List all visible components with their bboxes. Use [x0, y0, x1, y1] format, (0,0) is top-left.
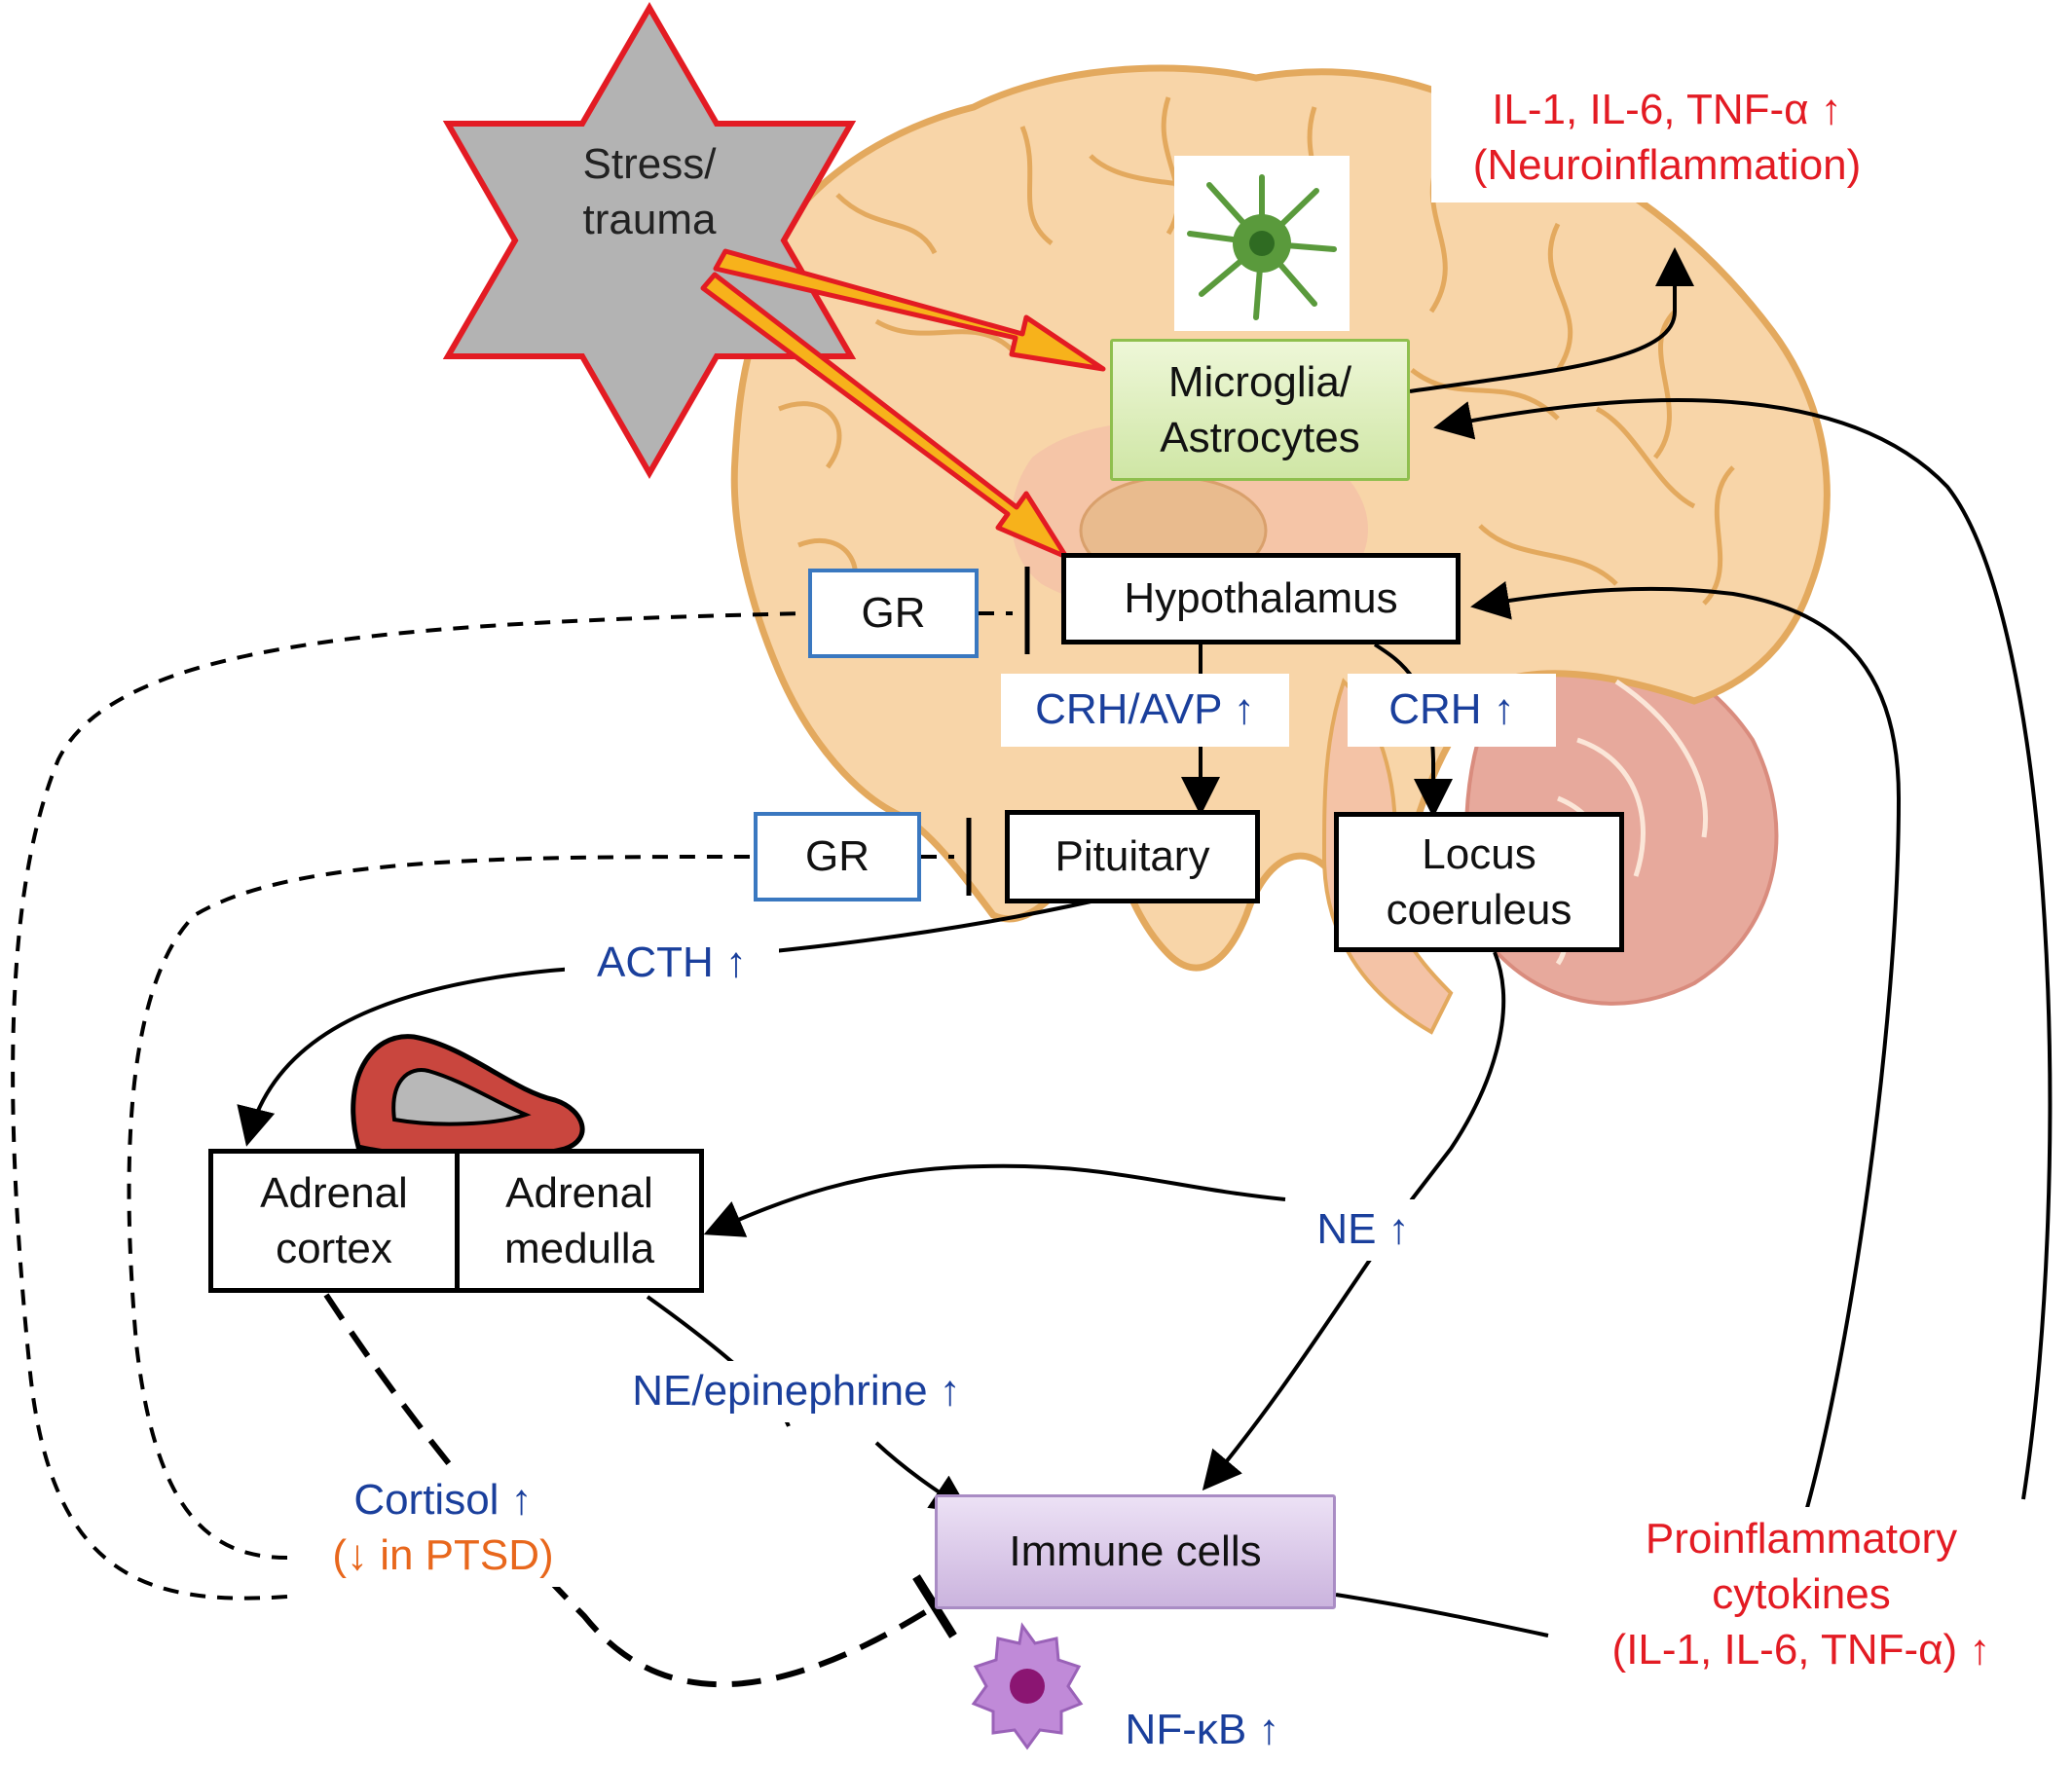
adrenal-medulla-line2: medulla	[503, 1225, 655, 1272]
locus-line1: Locus	[1422, 829, 1536, 878]
microglia-line2: Astrocytes	[1160, 414, 1360, 461]
adrenal-medulla-line1: Adrenal	[505, 1168, 653, 1217]
acth-label: ACTH ↑	[565, 933, 779, 994]
immune-to-cytokines-line	[1335, 1593, 1549, 1637]
ne-to-adrenal-medulla-arrow	[703, 1163, 1286, 1237]
immune-cells-box: Immune cells	[935, 1494, 1336, 1609]
crh-avp-label: CRH/AVP ↑	[1001, 674, 1289, 747]
cytokines-to-microglia-arrow	[1433, 398, 2053, 1500]
locus-line2: coeruleus	[1386, 886, 1572, 934]
proinflammatory-cytokines-label: Proinflammatory cytokines (IL-1, IL-6, T…	[1577, 1507, 2025, 1682]
glial-cell-icon	[1174, 156, 1350, 331]
brain-gyri	[778, 96, 1735, 615]
adrenal-cortex-box: Adrenal cortex	[208, 1149, 460, 1293]
neuroinflammation-line1: IL-1, IL-6, TNF-α ↑	[1492, 86, 1842, 133]
stress-label-line1: Stress/	[582, 140, 717, 188]
cortisol-line1: Cortisol ↑	[353, 1476, 533, 1524]
adrenal-cortex-line1: Adrenal	[260, 1168, 408, 1217]
adrenal-cortex-line2: cortex	[276, 1225, 392, 1272]
immune-cell-icon	[971, 1622, 1084, 1750]
adrenal-gland-icon	[351, 1034, 585, 1160]
stress-label-line2: trauma	[582, 196, 717, 244]
microglia-line1: Microglia/	[1167, 357, 1352, 406]
gr-feedback-lines	[11, 611, 1013, 1600]
cortisol-to-immune-inhibition	[323, 1293, 957, 1688]
stress-arrow-to-microglia	[713, 248, 1106, 372]
cortisol-to-gr-hypothalamus-dashed	[11, 611, 807, 1600]
locus-coeruleus-box: Locus coeruleus	[1334, 812, 1624, 952]
proinflammatory-line1: Proinflammatory	[1645, 1515, 1958, 1563]
crh-label: CRH ↑	[1348, 674, 1556, 747]
microglia-astrocytes-box: Microglia/ Astrocytes	[1110, 339, 1410, 481]
stress-star-icon	[442, 2, 857, 480]
proinflammatory-line2: cytokines	[1712, 1570, 1891, 1619]
gr-box-pituitary: GR	[754, 812, 921, 901]
cortisol-label: Cortisol ↑ (↓ in PTSD)	[302, 1468, 584, 1588]
proinflammatory-line3: (IL-1, IL-6, TNF-α) ↑	[1611, 1626, 1991, 1674]
adrenal-medulla-box: Adrenal medulla	[455, 1149, 704, 1293]
nfkb-label: NF-κB ↑	[1125, 1706, 1280, 1753]
ne-epinephrine-label: NE/epinephrine ↑	[592, 1361, 1001, 1422]
pituitary-to-adrenal-cortex-arrow	[237, 899, 1096, 1147]
connections	[237, 247, 2053, 1688]
stress-arrow-to-hypothalamus	[700, 272, 1069, 560]
neuroinflammation-line2: (Neuroinflammation)	[1472, 141, 1862, 190]
microglia-to-neuroinflammation-arrow	[1409, 247, 1694, 393]
stress-label: Stress/ trauma	[545, 136, 754, 247]
cortisol-line2: (↓ in PTSD)	[332, 1531, 554, 1580]
neuroinflammation-label: IL-1, IL-6, TNF-α ↑ (Neuroinflammation)	[1431, 72, 1903, 203]
pituitary-box: Pituitary	[1005, 810, 1260, 903]
gr-box-hypothalamus: GR	[808, 569, 979, 658]
hypothalamus-box: Hypothalamus	[1061, 553, 1461, 644]
cytokines-to-hypothalamus-arrow	[1470, 581, 1902, 1529]
ne-label: NE ↑	[1285, 1199, 1441, 1261]
